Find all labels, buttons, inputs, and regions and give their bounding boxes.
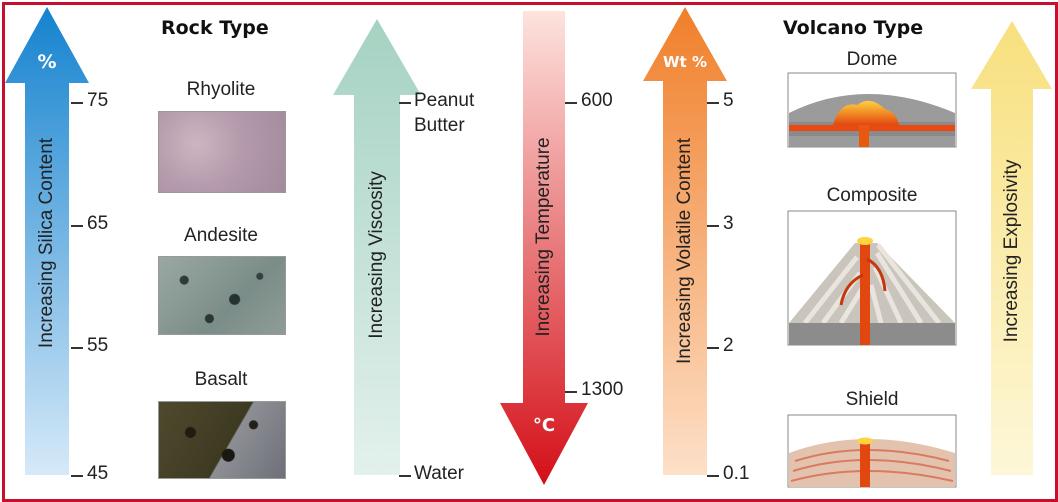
volcano-name-shield: Shield (846, 389, 899, 411)
shield-volcano-illustration (788, 415, 956, 487)
silica-tick-45: 45 (87, 463, 108, 485)
composite-volcano-illustration (788, 211, 956, 345)
temperature-arrow-label: Increasing Temperature (533, 137, 555, 336)
rock-name-andesite: Andesite (184, 225, 258, 247)
silica-arrow-label: Increasing Silica Content (36, 138, 58, 348)
silica-tick-mark (71, 347, 83, 349)
viscosity-arrow-label: Increasing Viscosity (366, 171, 388, 339)
viscosity-tick-mark (399, 475, 411, 477)
silica-unit-label: % (37, 51, 56, 73)
viscosity-tick-mark (399, 102, 411, 104)
silica-tick-55: 55 (87, 335, 108, 357)
silica-tick-75: 75 (87, 90, 108, 112)
rock-name-basalt: Basalt (195, 369, 248, 391)
volatile-arrow-label: Increasing Volatile Content (674, 138, 696, 364)
dome-volcano-illustration (788, 73, 956, 147)
temperature-tick-1300: 1300 (581, 379, 623, 401)
rhyolite-sample-image (158, 111, 286, 193)
rock-name-rhyolite: Rhyolite (187, 79, 256, 101)
silica-tick-65: 65 (87, 213, 108, 235)
volatile-tick-5: 5 (723, 90, 734, 112)
volatile-tick-mark (707, 475, 719, 477)
volatile-tick-0-1: 0.1 (723, 463, 749, 485)
viscosity-label-butter: Butter (414, 115, 465, 137)
volatile-tick-mark (707, 102, 719, 104)
viscosity-label-peanut: Peanut (414, 90, 474, 112)
basalt-sample-image (158, 401, 286, 479)
volcano-name-dome: Dome (847, 49, 898, 71)
silica-tick-mark (71, 225, 83, 227)
volcano-type-heading: Volcano Type (783, 17, 923, 39)
temperature-tick-mark (565, 102, 577, 104)
volatile-tick-2: 2 (723, 335, 734, 357)
volatile-tick-3: 3 (723, 213, 734, 235)
explosivity-arrow-label: Increasing Explosivity (1001, 160, 1023, 343)
rock-type-heading: Rock Type (161, 17, 269, 39)
andesite-sample-image (158, 256, 286, 335)
temperature-tick-600: 600 (581, 90, 613, 112)
viscosity-label-water: Water (414, 463, 464, 485)
volatile-unit-label: Wt % (663, 53, 707, 71)
silica-tick-mark (71, 102, 83, 104)
volatile-tick-mark (707, 225, 719, 227)
temperature-tick-mark (565, 391, 577, 393)
volatile-tick-mark (707, 347, 719, 349)
volcano-name-composite: Composite (827, 185, 918, 207)
silica-tick-mark (71, 475, 83, 477)
temperature-unit-label: °C (533, 415, 555, 436)
